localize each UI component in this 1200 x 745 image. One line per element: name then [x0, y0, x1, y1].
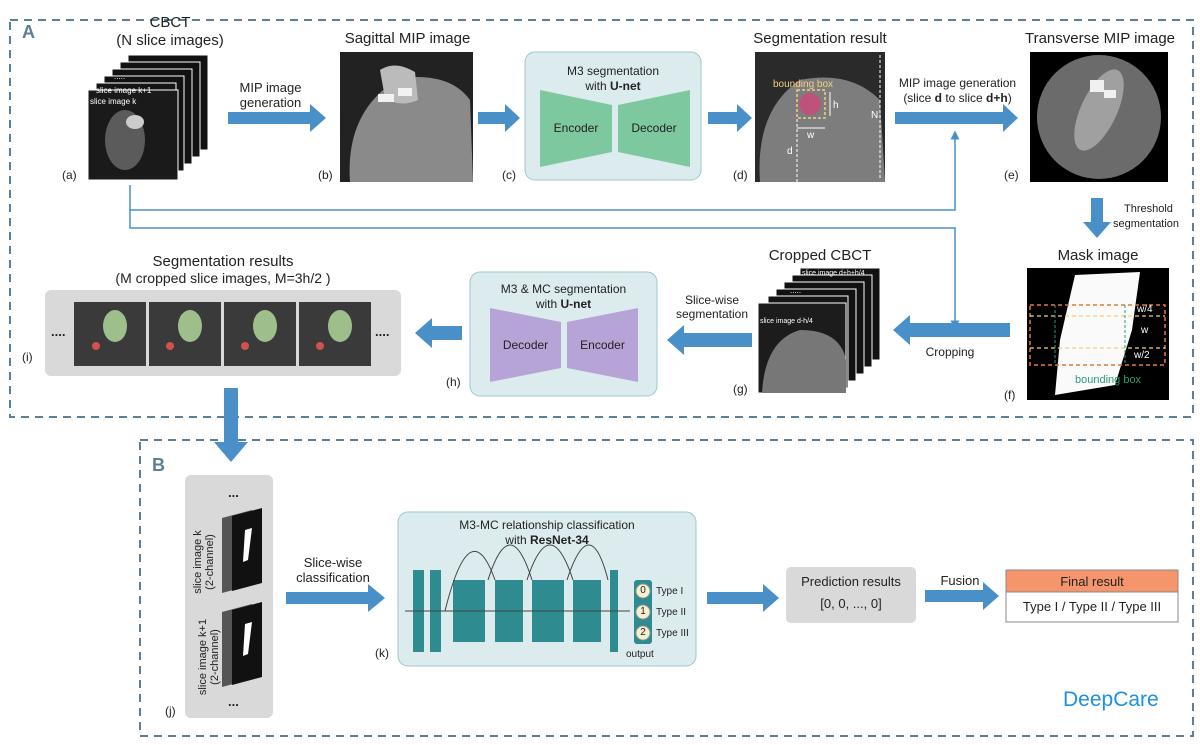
type-3-label: Type III — [656, 628, 689, 639]
slice-top-label: slice image d+h+h/4 — [802, 270, 865, 277]
slice-mid-label: slice image d-h/4 — [760, 318, 813, 325]
encoder-shape-h — [567, 308, 638, 382]
cropping-label: Cropping — [925, 345, 975, 359]
w-label-f: w — [1141, 325, 1149, 336]
unet-m3-title: M3 segmentation — [566, 64, 660, 78]
sagittal-mip-image — [340, 52, 473, 182]
prediction-value: [0, 0, ..., 0] — [820, 596, 882, 611]
w2-label: w/2 — [1134, 350, 1150, 361]
fusion-label: Fusion — [940, 573, 980, 588]
skip-connections — [444, 544, 609, 612]
n-label: N — [871, 110, 879, 121]
tag-c: (c) — [502, 168, 516, 182]
threshold-label-1: Threshold — [1124, 203, 1173, 215]
cbct-dots: ..... — [114, 72, 126, 81]
tag-b: (b) — [318, 168, 333, 182]
block-arrows — [214, 104, 1111, 612]
sagittal-title: Sagittal MIP image — [344, 30, 471, 47]
slicewise-seg-label-2: segmentation — [675, 307, 749, 321]
final-title: Final result — [1060, 574, 1124, 589]
decoder-shape — [618, 90, 690, 167]
output-0: 0 — [640, 585, 646, 596]
mip-gen2-label-2: (slice d to slice d+h) — [903, 91, 1012, 105]
section-b-label: B — [152, 455, 165, 475]
encoder-label: Encoder — [553, 121, 599, 135]
result-slices — [74, 302, 371, 366]
bbox-label-f: bounding box — [1075, 374, 1142, 386]
transverse-title: Transverse MIP image — [1024, 30, 1176, 47]
connector-line-ag — [129, 210, 960, 330]
tag-h: (h) — [446, 375, 461, 389]
type-2-label: Type II — [656, 607, 687, 618]
slice-k-images — [222, 508, 262, 687]
cbct-subtitle: (N slice images) — [116, 32, 224, 49]
tag-g: (g) — [733, 382, 748, 396]
cropped-dots: ..... — [790, 286, 802, 295]
section-a-frame — [9, 19, 1194, 418]
transverse-mip-image — [1030, 52, 1168, 182]
decoder-label-h: Decoder — [502, 338, 549, 352]
type-1-label: Type I — [656, 586, 684, 597]
w-label: w — [807, 130, 815, 141]
unet-m3mc-title: M3 & MC segmentation — [500, 282, 627, 296]
slicewise-cls-label-2: classification — [296, 570, 370, 585]
prediction-title: Prediction results — [801, 574, 901, 589]
slicewise-seg-label-1: Slice-wise — [684, 293, 739, 307]
encoder-label-h: Encoder — [580, 338, 625, 352]
unet-m3-subtitle: with U-net — [585, 79, 641, 93]
section-b-frame — [139, 439, 1194, 737]
decoder-shape-h — [490, 308, 561, 382]
resnet-title: M3-MC relationship classification — [459, 518, 635, 532]
cbct-title: CBCT — [149, 14, 191, 31]
mask-image — [1027, 268, 1169, 400]
output-1: 1 — [640, 606, 646, 617]
decoder-label: Decoder — [631, 121, 677, 135]
mip-gen-label-2: generation — [239, 95, 302, 110]
tag-e: (e) — [1004, 168, 1019, 182]
bbox-label-d: bounding box — [773, 79, 834, 90]
mip-gen2-label-1: MIP image generation — [898, 76, 1017, 90]
d-label: d — [787, 146, 793, 157]
tag-d: (d) — [733, 168, 748, 182]
segmentation-result-image — [755, 52, 885, 182]
cbct-stack — [87, 54, 209, 181]
tag-f: (f) — [1004, 388, 1016, 402]
section-a-label: A — [22, 22, 35, 42]
resnet-subtitle: with ResNet-34 — [505, 533, 589, 547]
slicewise-cls-label-1: Slice-wise — [303, 555, 363, 570]
cropped-cbct-stack — [757, 267, 881, 394]
tag-k: (k) — [375, 646, 389, 660]
cropped-cbct-title: Cropped CBCT — [768, 247, 872, 264]
threshold-label-2: segmentation — [1113, 218, 1180, 230]
mip-gen-label-1: MIP image — [239, 80, 302, 95]
unet-m3mc-subtitle: with U-net — [535, 297, 592, 311]
mask-title: Mask image — [1057, 247, 1139, 264]
final-value: Type I / Type II / Type III — [1022, 599, 1162, 614]
cbct-slice-k1: slice image k+1 — [96, 86, 152, 95]
slice-k-label: slice image k(2-channel) — [192, 530, 216, 594]
connector-line-ae — [129, 130, 960, 211]
seg-results-subtitle: (M cropped slice images, M=3h/2 ) — [115, 270, 331, 286]
tag-i: (i) — [22, 350, 33, 364]
h-label: h — [833, 100, 839, 111]
w4-label: w/4 — [1137, 304, 1153, 315]
output-2: 2 — [640, 627, 646, 638]
final-body — [1005, 591, 1179, 623]
seg-results-dots-right: .... — [375, 324, 390, 339]
j-dots-top: ... — [228, 485, 239, 500]
cbct-slice-k: slice image k — [90, 97, 137, 106]
j-dots-bottom: ... — [228, 694, 239, 709]
seg-results-title: Segmentation results — [152, 253, 294, 270]
slice-k1-label: slice image k+1(2-channel) — [197, 618, 221, 696]
watermark: DeepCare — [1063, 688, 1159, 711]
segmentation-result-title: Segmentation result — [753, 30, 887, 47]
seg-results-dots-left: .... — [51, 324, 66, 339]
encoder-shape — [540, 90, 612, 167]
tag-j: (j) — [165, 704, 176, 718]
tag-a: (a) — [62, 168, 77, 182]
output-label: output — [626, 649, 654, 660]
prediction-box — [786, 567, 916, 623]
